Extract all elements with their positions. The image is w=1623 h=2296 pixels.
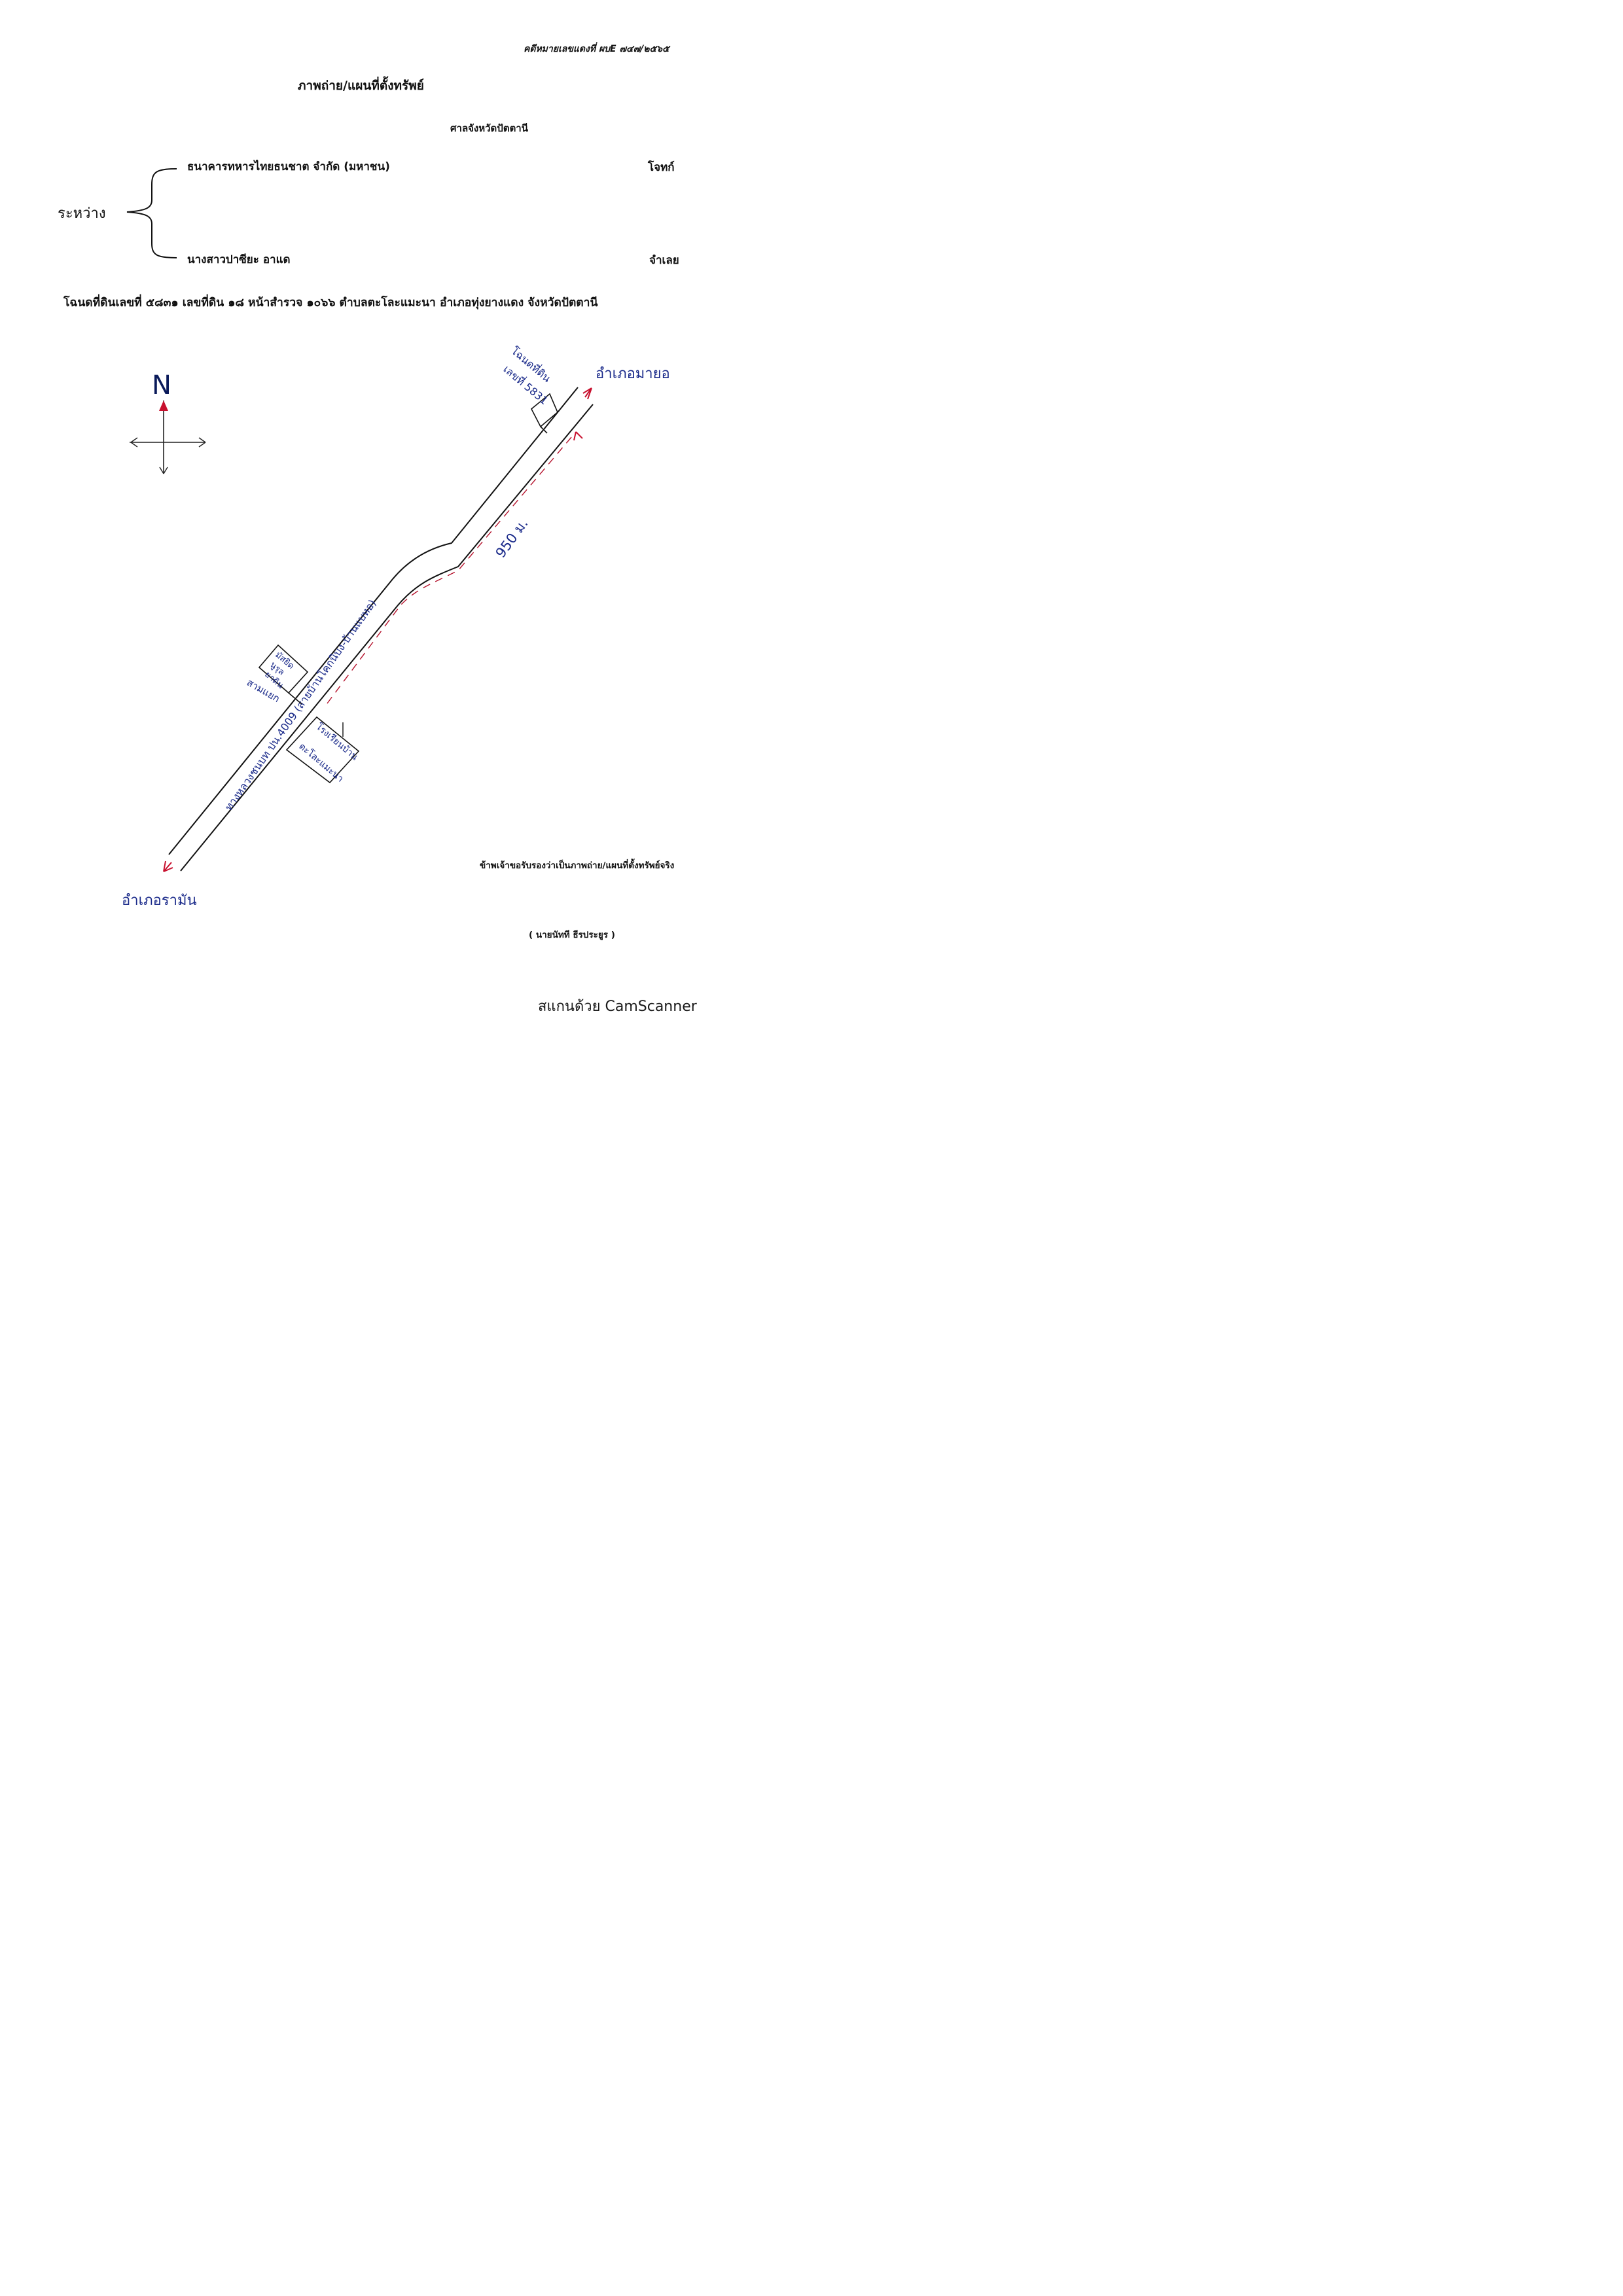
district-north-label: อำเภอมายอ: [596, 366, 670, 382]
scanner-watermark: สแกนด้วย CamScanner: [538, 998, 697, 1015]
between-label: ระหว่าง: [58, 205, 106, 222]
mosque-marker: [258, 644, 309, 705]
defendant-role: จำเลย: [649, 254, 679, 267]
compass-north-label: N: [152, 370, 171, 400]
certification-statement: ข้าพเจ้าขอรับรองว่าเป็นภาพถ่าย/แผนที่ตั้…: [480, 860, 675, 871]
court-name: ศาลจังหวัดปัตตานี: [450, 122, 528, 134]
road-edge-west: [168, 387, 579, 855]
school-marker: [285, 716, 360, 784]
land-parcel-marker: [530, 393, 558, 434]
compass: N: [130, 370, 206, 474]
north-arrow-icon: [159, 400, 168, 411]
road-edge-east: [180, 404, 594, 872]
party-brace: [126, 168, 177, 258]
road-centre-dashed: [327, 431, 577, 704]
plaintiff-name: ธนาคารทหารไทยธนชาต จำกัด (มหาชน): [187, 160, 390, 173]
deed-description: โฉนดที่ดินเลขที่ ๕๘๓๑ เลขที่ดิน ๑๘ หน้าส…: [63, 296, 598, 309]
signer-name: ( นายนัทที ธีรประยูร ): [529, 930, 615, 940]
defendant-name: นางสาวปาซียะ อาแด: [187, 253, 291, 266]
location-sketch-map: N โฉนดที่ดิน เลขที่ 5831 อำเภอมายอ อำเภอ…: [122, 168, 670, 909]
plaintiff-role: โจทก์: [648, 161, 675, 174]
highway-label: ทางหลวงชนบท ปน.4009 (สายบ้านโคกนิบง-บ้าน…: [223, 597, 379, 813]
distance-arrow-icon: [573, 431, 583, 441]
document-title: ภาพถ่าย/แผนที่ตั้งทรัพย์: [298, 79, 424, 93]
district-south-label: อำเภอรามัน: [122, 892, 197, 909]
arrow-to-mayo-icon: [582, 387, 592, 400]
case-number: คดีหมายเลขแดงที่ ผบE ๗๔๗/๒๕๖๕: [524, 44, 669, 54]
arrow-to-raman-icon: [163, 860, 173, 872]
